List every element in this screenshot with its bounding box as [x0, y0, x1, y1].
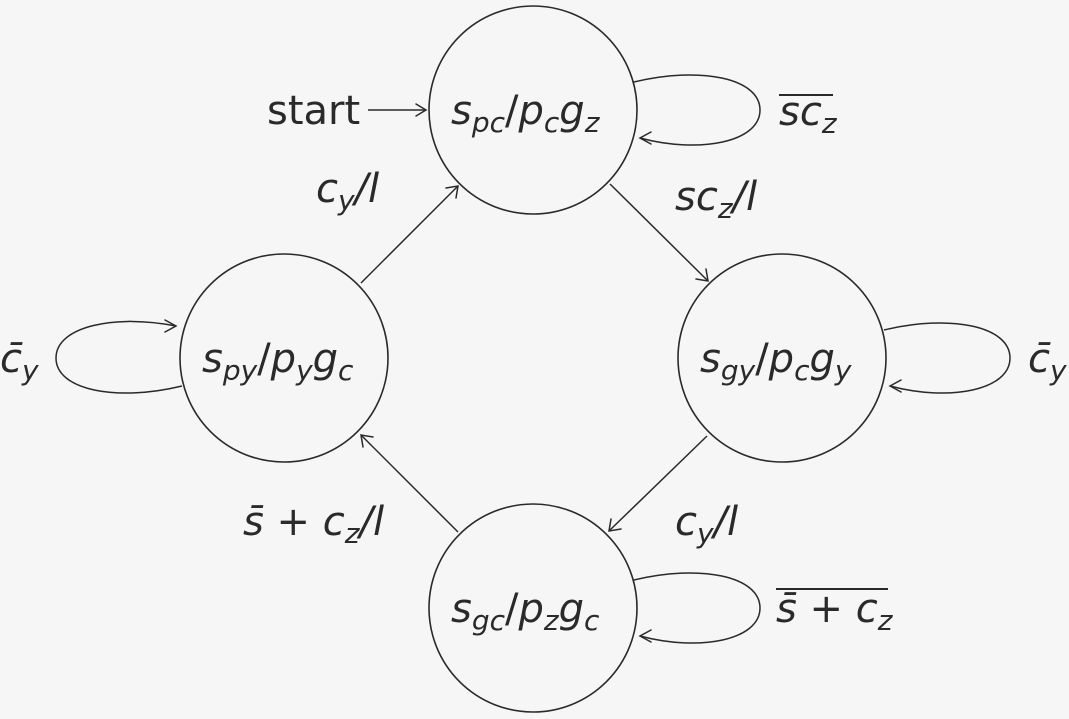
transition-spy-spc: cy/l [316, 166, 459, 284]
self-loop-sgy-label: c̄y [1028, 336, 1067, 387]
state-sgc: sgc/pzgc [428, 503, 638, 713]
self-loop-spc: scz [633, 74, 838, 146]
state-sgy: sgy/pcgy [677, 253, 887, 463]
self-loop-spy-label: c̄y [0, 336, 39, 387]
self-loop-sgy: c̄y [883, 322, 1067, 394]
state-sgy-label: sgy/pcgy [700, 336, 852, 387]
state-spc-label: spc/pcgz [451, 88, 601, 139]
transition-sgy-sgc: cy/l [608, 435, 738, 550]
transition-spc-sgy: scz/l [609, 174, 757, 282]
self-loop-sgc: s̄ + cz [633, 572, 894, 644]
transition-sgc-spy-label: s̄ + cz/l [243, 499, 384, 550]
self-loop-spy: c̄y [0, 319, 183, 394]
state-spy-label: spy/pygc [202, 336, 354, 387]
state-spc: spc/pcgz [428, 5, 638, 215]
transition-spc-sgy-label: scz/l [675, 174, 757, 225]
state-sgc-label: sgc/pzgc [451, 586, 600, 637]
self-loop-spc-label: scz [779, 89, 838, 140]
self-loop-sgc-label: s̄ + cz [776, 586, 894, 637]
start-label: start [267, 88, 360, 134]
transition-sgc-spy: s̄ + cz/l [243, 434, 459, 550]
start-arrow: start [267, 88, 428, 134]
transition-spy-spc-label: cy/l [316, 166, 379, 217]
state-spy: spy/pygc [179, 253, 389, 463]
transition-sgy-sgc-label: cy/l [675, 499, 738, 550]
